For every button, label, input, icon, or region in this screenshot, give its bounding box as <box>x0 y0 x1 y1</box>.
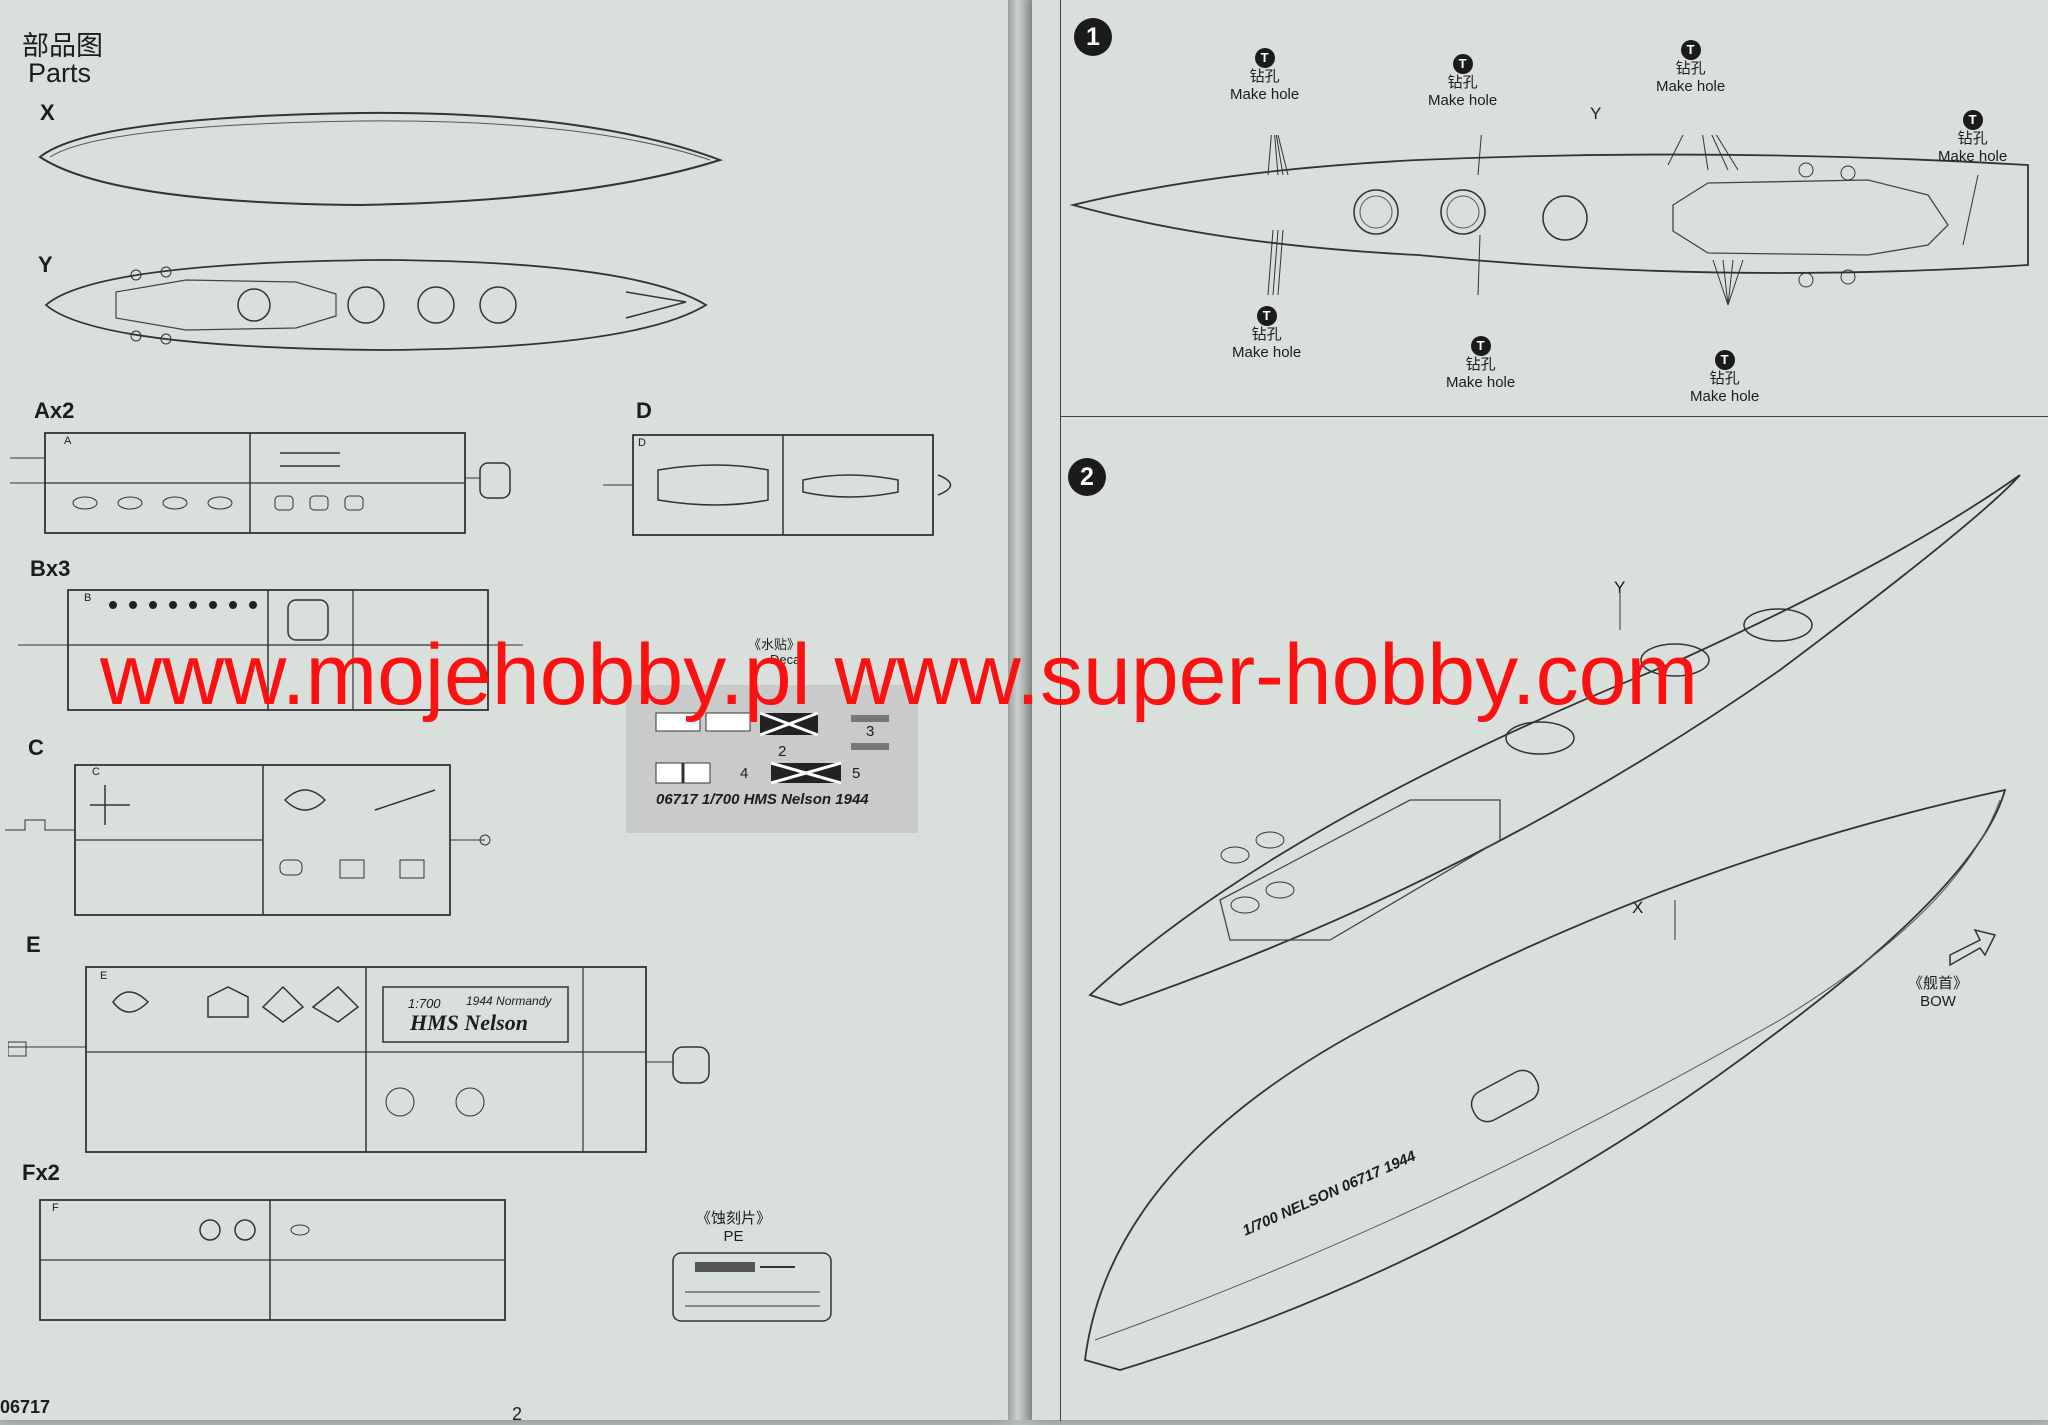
instructions-page <box>1032 0 2048 1420</box>
pe-label-cn: 《蚀刻片》 <box>696 1210 772 1227</box>
drill-label-en: Make hole <box>1690 388 1760 405</box>
decal-label-cn: 《水贴》 <box>748 637 801 652</box>
decal-sheet: 2 3 4 5 06717 1/700 HMS Nelson 1944 <box>626 685 918 833</box>
step-1-axis-y: Y <box>1590 104 1602 123</box>
part-b-label: Bx3 <box>30 556 71 581</box>
drill-icon: T <box>1680 40 1701 60</box>
parts-page: 部品图 Parts X Y Ax2 <box>0 0 1008 1424</box>
drill-label-cn: 钻孔 <box>1709 370 1740 387</box>
drill-icon: T <box>1452 54 1473 74</box>
drill-label-cn: 钻孔 <box>1465 356 1496 373</box>
drill-label-cn: 钻孔 <box>1249 68 1280 85</box>
drill-callout-4: T 钻孔 Make hole <box>1938 110 2007 166</box>
drill-label-en: Make hole <box>1446 374 1516 391</box>
sprue-a-drawing <box>10 432 511 534</box>
watermark-overlay: www.mojehobby.pl www.super-hobby.com <box>100 627 1699 723</box>
sprue-f-letter: F <box>52 1202 59 1214</box>
drill-label-cn: 钻孔 <box>1251 326 1282 343</box>
decal-number-4: 4 <box>740 765 749 782</box>
sprue-a-letter: A <box>64 435 72 447</box>
decal-number-2: 2 <box>778 743 787 760</box>
sprue-e-letter: E <box>100 970 108 982</box>
sprue-d-letter: D <box>638 437 646 449</box>
pe-label-en: PE <box>723 1228 744 1245</box>
part-d-label: D <box>636 398 652 423</box>
decal-label-en: Decal <box>770 652 804 667</box>
drill-icon: T <box>1714 350 1735 370</box>
drill-callout-7: T 钻孔 Make hole <box>1690 350 1759 406</box>
sprue-e-scale: 1:700 <box>408 996 441 1011</box>
sprue-f-drawing <box>39 1199 506 1321</box>
drill-icon: T <box>1254 48 1275 68</box>
drill-icon: T <box>1962 110 1983 130</box>
bow-label-en: BOW <box>1920 993 1956 1010</box>
sprue-e-year: 1944 Normandy <box>466 994 552 1008</box>
part-e-label: E <box>26 932 41 957</box>
decal-number-5: 5 <box>852 765 861 782</box>
drill-icon: T <box>1470 336 1491 356</box>
drill-label-en: Make hole <box>1232 344 1302 361</box>
footer-product-code: 06717 <box>0 1397 51 1417</box>
sprue-d-drawing <box>603 434 952 536</box>
part-c-label: C <box>28 735 44 760</box>
part-y-label: Y <box>38 252 53 277</box>
pe-label: 《蚀刻片》 PE <box>696 1210 771 1246</box>
parts-title-en: Parts <box>28 58 92 88</box>
sprue-b-letter: B <box>84 592 92 604</box>
step-2-panel <box>1060 416 2048 1421</box>
part-x-label: X <box>40 100 55 125</box>
part-a-label: Ax2 <box>34 398 75 423</box>
drill-label-cn: 钻孔 <box>1675 60 1706 77</box>
step-2-axis-x: X <box>1632 898 1644 917</box>
sprue-c-drawing <box>5 764 491 916</box>
drill-callout-3: T 钻孔 Make hole <box>1656 40 1725 96</box>
drill-callout-5: T 钻孔 Make hole <box>1232 306 1301 362</box>
decal-flags-drawing <box>655 711 889 785</box>
sprue-e-ship-name: HMS Nelson <box>410 1010 528 1035</box>
drill-callout-6: T 钻孔 Make hole <box>1446 336 1515 392</box>
decal-caption: 06717 1/700 HMS Nelson 1944 <box>656 791 869 808</box>
sprue-c-letter: C <box>92 766 100 778</box>
step-2-axis-y: Y <box>1614 578 1626 597</box>
step-2-assembly-drawing <box>1084 474 2021 1371</box>
parts-title-cn: 部品图 <box>22 31 103 61</box>
pe-fret-drawing <box>672 1252 832 1322</box>
page-gutter <box>1008 0 1032 1420</box>
part-y-deck-drawing <box>44 259 708 351</box>
drill-label-cn: 钻孔 <box>1447 74 1478 91</box>
drill-label-en: Make hole <box>1230 86 1300 103</box>
drill-callout-1: T 钻孔 Make hole <box>1230 48 1299 104</box>
step-1-deck-drawing <box>1069 135 2029 305</box>
drill-label-en: Make hole <box>1428 92 1498 109</box>
footer-page-number: 2 <box>512 1404 523 1424</box>
drill-label-en: Make hole <box>1938 148 2008 165</box>
drill-label-cn: 钻孔 <box>1957 130 1988 147</box>
step-1-badge: 1 <box>1074 18 1112 56</box>
sprue-b-drawing <box>18 589 523 711</box>
drill-callout-2: T 钻孔 Make hole <box>1428 54 1497 110</box>
part-x-hull-drawing <box>38 111 724 207</box>
part-f-label: Fx2 <box>22 1160 60 1185</box>
sprue-e-drawing <box>8 966 710 1153</box>
drill-icon: T <box>1256 306 1277 326</box>
drill-label-en: Make hole <box>1656 78 1726 95</box>
bow-label-cn: 《舰首》 <box>1908 975 1969 992</box>
step-2-badge: 2 <box>1068 458 1106 496</box>
decal-number-3: 3 <box>866 723 875 740</box>
bow-label: 《舰首》 BOW <box>1908 975 1968 1011</box>
